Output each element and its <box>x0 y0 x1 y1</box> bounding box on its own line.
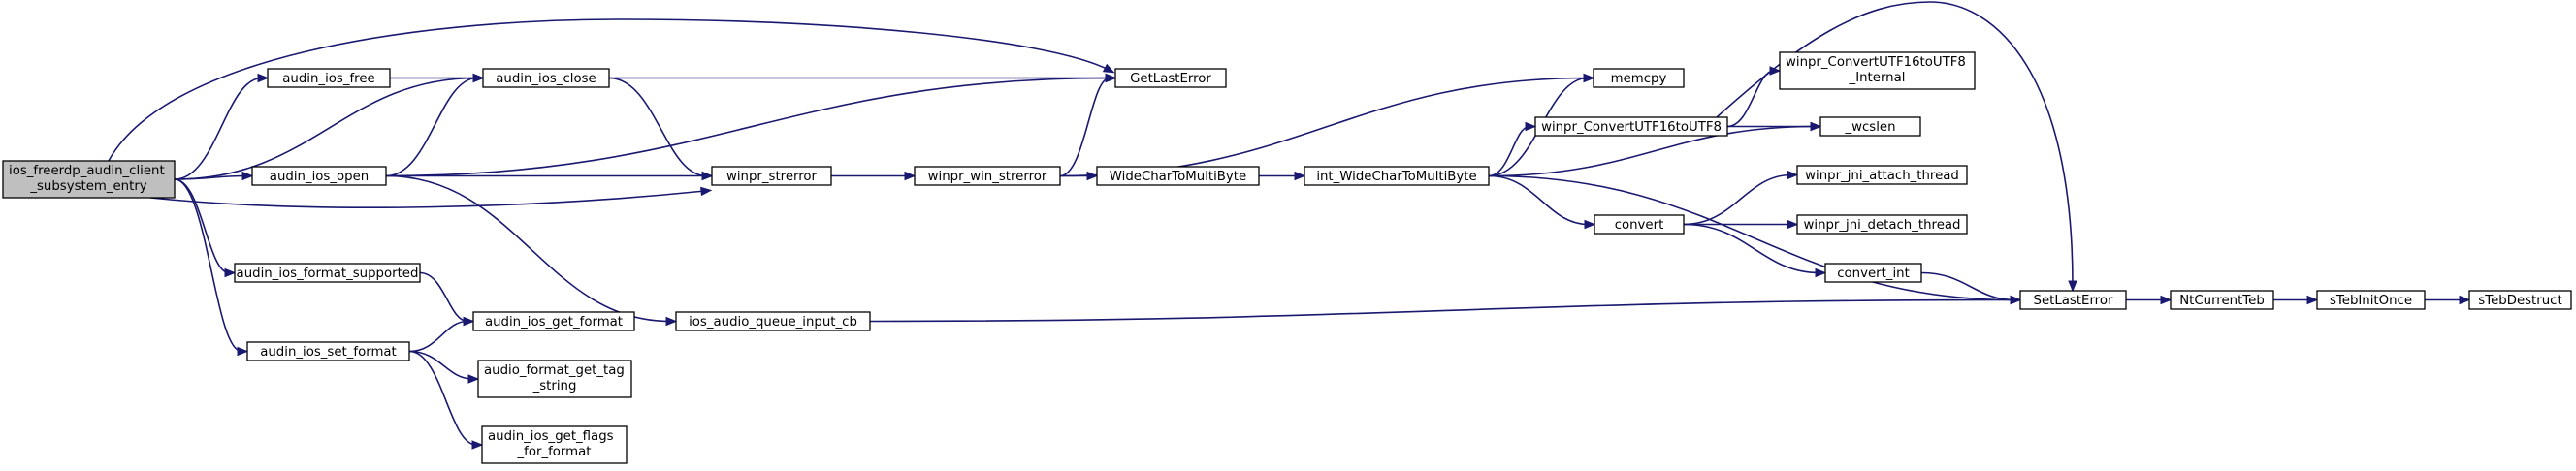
edge-close-to-gle <box>609 73 1117 83</box>
node-attach[interactable]: winpr_jni_attach_thread <box>1796 165 1968 185</box>
edge-winstr-to-gle <box>1059 73 1117 177</box>
node-label: SetLastError <box>2034 294 2113 308</box>
node-u16u8[interactable]: winpr_ConvertUTF16toUTF8 <box>1534 116 1728 137</box>
node-label: winpr_ConvertUTF16toUTF8 <box>1541 120 1722 135</box>
node-getfmt[interactable]: audin_ios_get_format <box>472 311 635 331</box>
node-label: GetLastError <box>1130 72 1211 86</box>
node-label: winpr_jni_attach_thread <box>1805 169 1959 183</box>
function-nodes: ios_freerdp_audin_client_subsystem_entry… <box>2 51 2572 464</box>
edge-root-to-strerror <box>149 186 713 208</box>
node-ntteb[interactable]: NtCurrentTeb <box>2170 290 2274 310</box>
node-label: winpr_ConvertUTF16toUTF8 <box>1786 55 1966 70</box>
node-winstr[interactable]: winpr_win_strerror <box>914 166 1061 186</box>
node-label: _wcslen <box>1844 120 1895 135</box>
edge-root-to-free <box>174 73 270 180</box>
edge-winstr-to-memcpy <box>1059 73 1595 177</box>
node-strerror[interactable]: winpr_strerror <box>711 166 832 186</box>
node-qcb[interactable]: ios_audio_queue_input_cb <box>675 311 871 331</box>
node-label: audio_format_get_tag <box>484 363 625 378</box>
node-label: ios_freerdp_audin_client <box>9 164 165 178</box>
node-label: audin_ios_set_format <box>260 345 397 360</box>
call-edges <box>108 1 2471 450</box>
edge-ntteb-to-tebinit <box>2273 295 2319 305</box>
edge-winstr-to-wc2mb <box>1059 171 1099 181</box>
node-close[interactable]: audin_ios_close <box>482 68 610 88</box>
node-label: ios_audio_queue_input_cb <box>689 315 857 330</box>
edge-u16u8-to-wcslen <box>1727 121 1822 132</box>
edge-open-to-gle <box>385 73 1117 177</box>
edge-convert-to-detach <box>1684 219 1799 230</box>
edge-u16u8-to-sle <box>1716 1 2077 293</box>
node-label: winpr_win_strerror <box>928 170 1047 184</box>
node-setfmt[interactable]: audin_ios_set_format <box>246 341 410 361</box>
node-label: convert_int <box>1837 267 1910 281</box>
node-label: int_WideCharToMultiByte <box>1316 170 1476 184</box>
node-label: NtCurrentTeb <box>2179 294 2265 308</box>
node-convert[interactable]: convert <box>1594 214 1685 235</box>
node-label: audin_ios_get_flags <box>488 429 614 444</box>
node-gle[interactable]: GetLastError <box>1114 68 1227 88</box>
node-label: audin_ios_close <box>496 72 596 86</box>
edge-qcb-to-sle <box>869 295 2022 323</box>
edge-convert-to-convint <box>1683 223 1827 278</box>
edge-wc2mb-to-intwc <box>1258 171 1306 181</box>
node-free[interactable]: audin_ios_free <box>267 68 391 88</box>
node-flags[interactable]: audin_ios_get_flags_for_format <box>481 425 628 464</box>
node-sle[interactable]: SetLastError <box>2019 290 2127 310</box>
node-label: audin_ios_get_format <box>485 315 623 330</box>
node-label: convert <box>1615 218 1664 233</box>
node-label: sTebInitOnce <box>2330 294 2412 308</box>
node-memcpy[interactable]: memcpy <box>1593 68 1685 88</box>
node-detach[interactable]: winpr_jni_detach_thread <box>1796 214 1968 235</box>
edge-setfmt-to-flags <box>408 350 484 450</box>
edge-convert-to-attach <box>1683 170 1799 226</box>
edge-root-to-setfmt <box>174 178 249 357</box>
edge-intwc-to-sle <box>1488 174 2022 305</box>
edge-open-to-close <box>385 73 485 177</box>
node-intwc[interactable]: int_WideCharToMultiByte <box>1304 166 1490 186</box>
node-wc2mb[interactable]: WideCharToMultiByte <box>1096 166 1260 186</box>
node-label: audin_ios_open <box>270 170 369 184</box>
edge-close-to-strerror <box>608 77 714 181</box>
edge-root-to-open <box>174 171 254 181</box>
node-u16u8i[interactable]: winpr_ConvertUTF16toUTF8_Internal <box>1779 51 1976 90</box>
node-fmtsup[interactable]: audin_ios_format_supported <box>234 263 421 283</box>
node-label: WideCharToMultiByte <box>1110 170 1246 184</box>
edge-sle-to-ntteb <box>2126 295 2173 305</box>
node-convint[interactable]: convert_int <box>1824 263 1922 283</box>
edge-free-to-close <box>390 73 485 83</box>
node-label: memcpy <box>1611 72 1667 86</box>
node-tebinit[interactable]: sTebInitOnce <box>2316 290 2426 310</box>
node-open[interactable]: audin_ios_open <box>251 166 387 186</box>
node-tebdes[interactable]: sTebDestruct <box>2468 290 2572 310</box>
edge-root-to-gle <box>108 18 1115 162</box>
edge-setfmt-to-getfmt <box>408 316 475 353</box>
node-label: winpr_strerror <box>726 170 818 184</box>
node-label: _Internal <box>1849 71 1906 85</box>
edge-open-to-strerror <box>385 171 714 181</box>
node-label: _string <box>532 379 577 393</box>
node-label: audin_ios_free <box>282 72 374 86</box>
edge-intwc-to-u16u8 <box>1488 121 1537 177</box>
edge-intwc-to-convert <box>1488 174 1596 230</box>
node-tagstr[interactable]: audio_format_get_tag_string <box>477 360 632 398</box>
edge-setfmt-to-tagstr <box>408 350 480 384</box>
edge-u16u8-to-u16u8i <box>1726 66 1782 128</box>
edge-root-to-fmtsup <box>174 178 237 278</box>
node-label: winpr_jni_detach_thread <box>1804 218 1961 233</box>
edge-open-to-qcb <box>385 174 678 327</box>
edge-convint-to-sle <box>1920 271 2022 305</box>
edge-tebinit-to-tebdes <box>2425 295 2471 305</box>
node-label: audin_ios_format_supported <box>237 267 419 281</box>
node-label: _subsystem_entry <box>29 179 146 194</box>
node-label: sTebDestruct <box>2478 294 2561 308</box>
node-wcslen[interactable]: _wcslen <box>1819 116 1921 137</box>
node-label: _for_format <box>517 445 592 459</box>
edge-strerror-to-winstr <box>830 171 917 181</box>
node-root[interactable]: ios_freerdp_audin_client_subsystem_entry <box>2 160 176 199</box>
edge-fmtsup-to-getfmt <box>419 271 475 327</box>
